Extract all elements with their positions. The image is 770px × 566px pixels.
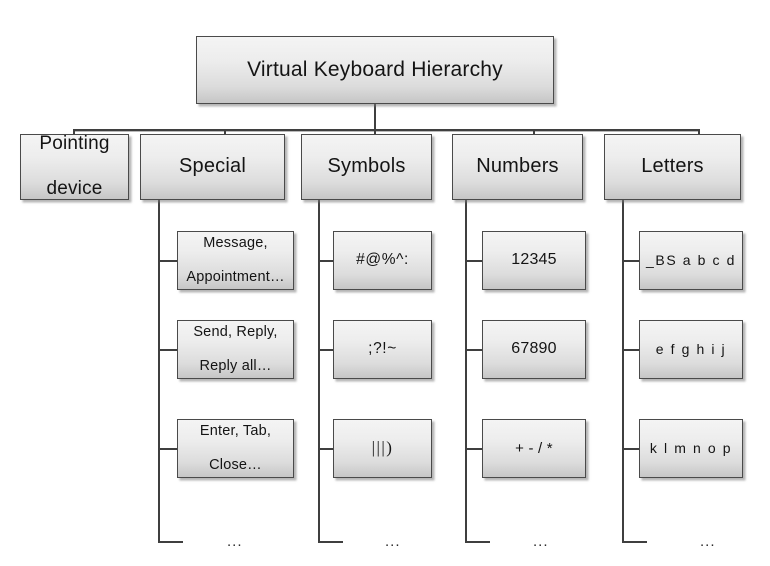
special-2-line1: Send, Reply, (193, 323, 278, 340)
node-leaf-symbols-3[interactable]: |||) (333, 419, 432, 478)
stub-letters-2 (622, 349, 639, 351)
node-category-symbols[interactable]: Symbols (301, 134, 432, 200)
node-leaf-symbols-3-label: |||) (371, 438, 394, 458)
stub-numbers-2 (465, 349, 482, 351)
node-leaf-letters-1-label: _BS a b c d (646, 252, 736, 269)
connector-drop-letters (698, 129, 700, 135)
stub-symbols-3 (318, 448, 333, 450)
ellipsis-numbers: ... (533, 533, 549, 550)
node-category-letters-label: Letters (641, 155, 704, 178)
node-category-special[interactable]: Special (140, 134, 285, 200)
node-category-special-label: Special (179, 155, 246, 178)
ellipsis-symbols: ... (385, 533, 401, 550)
node-category-symbols-label: Symbols (327, 155, 406, 178)
node-leaf-special-3[interactable]: Enter, Tab, Close… (177, 419, 294, 478)
node-leaf-numbers-3-label: + - / * (515, 439, 553, 457)
node-leaf-numbers-3[interactable]: + - / * (482, 419, 586, 478)
node-category-letters[interactable]: Letters (604, 134, 741, 200)
node-leaf-special-1-label: Message, Appointment… (178, 235, 293, 286)
node-category-pointing-device-label: Pointing device (21, 133, 128, 200)
special-2-line2: Reply all… (199, 358, 272, 375)
pointing-device-line2: device (46, 178, 103, 200)
spine-numbers-foot (465, 541, 490, 543)
ellipsis-letters: ... (700, 533, 716, 550)
node-leaf-letters-3-label: k l m n o p (649, 440, 733, 457)
node-category-numbers-label: Numbers (476, 155, 559, 178)
node-root[interactable]: Virtual Keyboard Hierarchy (196, 36, 554, 104)
special-3-line2: Close… (209, 457, 262, 474)
node-leaf-special-2[interactable]: Send, Reply, Reply all… (177, 320, 294, 379)
node-leaf-symbols-1-label: #@%^: (356, 251, 409, 269)
stub-numbers-3 (465, 448, 482, 450)
stub-special-1 (158, 260, 177, 262)
node-leaf-letters-3[interactable]: k l m n o p (639, 419, 743, 478)
node-leaf-letters-2-label: e f g h i j (655, 341, 727, 358)
spine-special (158, 200, 160, 543)
special-1-line1: Message, (203, 234, 268, 251)
node-leaf-symbols-2-label: ;?!~ (368, 340, 397, 358)
connector-horizontal-bus (73, 129, 699, 131)
spine-special-foot (158, 541, 183, 543)
connector-drop-numbers (533, 129, 535, 135)
stub-letters-1 (622, 260, 639, 262)
connector-drop-pointing-device (73, 129, 75, 135)
connector-drop-special (224, 129, 226, 135)
connector-drop-symbols (374, 104, 376, 135)
node-leaf-numbers-1[interactable]: 12345 (482, 231, 586, 290)
node-leaf-special-3-label: Enter, Tab, Close… (178, 423, 293, 474)
node-leaf-symbols-1[interactable]: #@%^: (333, 231, 432, 290)
stub-symbols-1 (318, 260, 333, 262)
node-leaf-numbers-1-label: 12345 (511, 251, 557, 269)
stub-letters-3 (622, 448, 639, 450)
node-leaf-numbers-2[interactable]: 67890 (482, 320, 586, 379)
spine-letters-foot (622, 541, 647, 543)
spine-letters (622, 200, 624, 543)
special-3-line1: Enter, Tab, (199, 422, 272, 439)
node-root-label: Virtual Keyboard Hierarchy (247, 57, 503, 81)
node-leaf-letters-2[interactable]: e f g h i j (639, 320, 743, 379)
pointing-device-line1: Pointing (39, 133, 110, 155)
ellipsis-special: ... (227, 533, 243, 550)
spine-symbols-foot (318, 541, 343, 543)
stub-special-2 (158, 349, 177, 351)
node-leaf-special-2-label: Send, Reply, Reply all… (178, 324, 293, 375)
node-category-pointing-device[interactable]: Pointing device (20, 133, 129, 200)
node-leaf-symbols-2[interactable]: ;?!~ (333, 320, 432, 379)
connector-horizontal-bus-shadow (74, 131, 700, 133)
node-category-numbers[interactable]: Numbers (452, 134, 583, 200)
node-leaf-numbers-2-label: 67890 (511, 340, 557, 358)
stub-symbols-2 (318, 349, 333, 351)
spine-numbers (465, 200, 467, 543)
spine-symbols (318, 200, 320, 543)
stub-numbers-1 (465, 260, 482, 262)
node-leaf-special-1[interactable]: Message, Appointment… (177, 231, 294, 290)
node-leaf-letters-1[interactable]: _BS a b c d (639, 231, 743, 290)
stub-special-3 (158, 448, 177, 450)
special-1-line2: Appointment… (186, 269, 285, 286)
